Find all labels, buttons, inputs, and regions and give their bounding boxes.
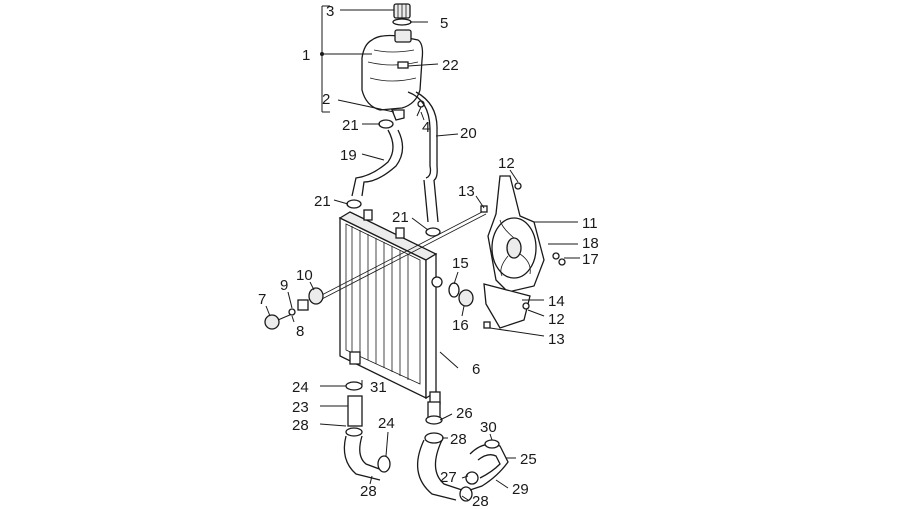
lower-hose-far-right [465, 439, 509, 491]
tank-clamp [397, 61, 409, 69]
lower-hose-right [417, 401, 473, 502]
label-6: 6 [472, 361, 480, 378]
label-3: 3 [326, 3, 334, 20]
expansion-tank [361, 34, 424, 111]
plug-16 [458, 289, 474, 307]
bolt-assembly [264, 287, 324, 330]
label-19: 19 [340, 147, 357, 164]
label-9: 9 [280, 277, 288, 294]
hose-short [423, 179, 439, 223]
label-28b: 28 [360, 483, 377, 500]
leader-lines [265, 9, 580, 501]
label-25: 25 [520, 451, 537, 468]
label-24a: 24 [292, 379, 309, 396]
hose-20 [407, 91, 438, 181]
label-8: 8 [296, 323, 304, 340]
label-23: 23 [292, 399, 309, 416]
tank-cap [393, 3, 411, 19]
label-14: 14 [548, 293, 565, 310]
label-13b: 13 [548, 331, 565, 348]
label-20: 20 [460, 125, 477, 142]
label-31: 31 [370, 379, 387, 396]
label-28d: 28 [472, 493, 489, 509]
cap-seal [392, 18, 412, 26]
label-24b: 24 [378, 415, 395, 432]
label-27: 27 [440, 469, 457, 486]
label-10: 10 [296, 267, 313, 284]
lower-hose-left [343, 381, 391, 481]
label-28a: 28 [292, 417, 309, 434]
label-29: 29 [512, 481, 529, 498]
label-12a: 12 [498, 155, 515, 172]
label-30: 30 [480, 419, 497, 436]
label-2: 2 [322, 91, 330, 108]
callout-labels: 1 2 3 4 5 6 7 8 9 10 11 12 12 13 13 14 1… [258, 3, 599, 509]
fan-wires [315, 211, 487, 301]
label-28c: 28 [450, 431, 467, 448]
radiator [338, 209, 443, 405]
label-7: 7 [258, 291, 266, 308]
label-16: 16 [452, 317, 469, 334]
label-21b: 21 [314, 193, 331, 210]
hose-19 [351, 129, 404, 197]
plug-15 [448, 282, 460, 298]
label-11: 11 [582, 215, 598, 232]
label-17: 17 [582, 251, 599, 268]
label-12b: 12 [548, 311, 565, 328]
label-1: 1 [302, 47, 310, 64]
label-15: 15 [452, 255, 469, 272]
label-21c: 21 [392, 209, 409, 226]
label-26: 26 [456, 405, 473, 422]
fan [491, 217, 537, 279]
label-18: 18 [582, 235, 599, 252]
label-21a: 21 [342, 117, 359, 134]
label-13a: 13 [458, 183, 475, 200]
label-22: 22 [442, 57, 459, 74]
tank-neck [394, 29, 412, 43]
tank-bracket [391, 109, 405, 121]
fan-screws [480, 182, 566, 329]
label-5: 5 [440, 15, 448, 32]
label-4: 4 [422, 119, 430, 136]
